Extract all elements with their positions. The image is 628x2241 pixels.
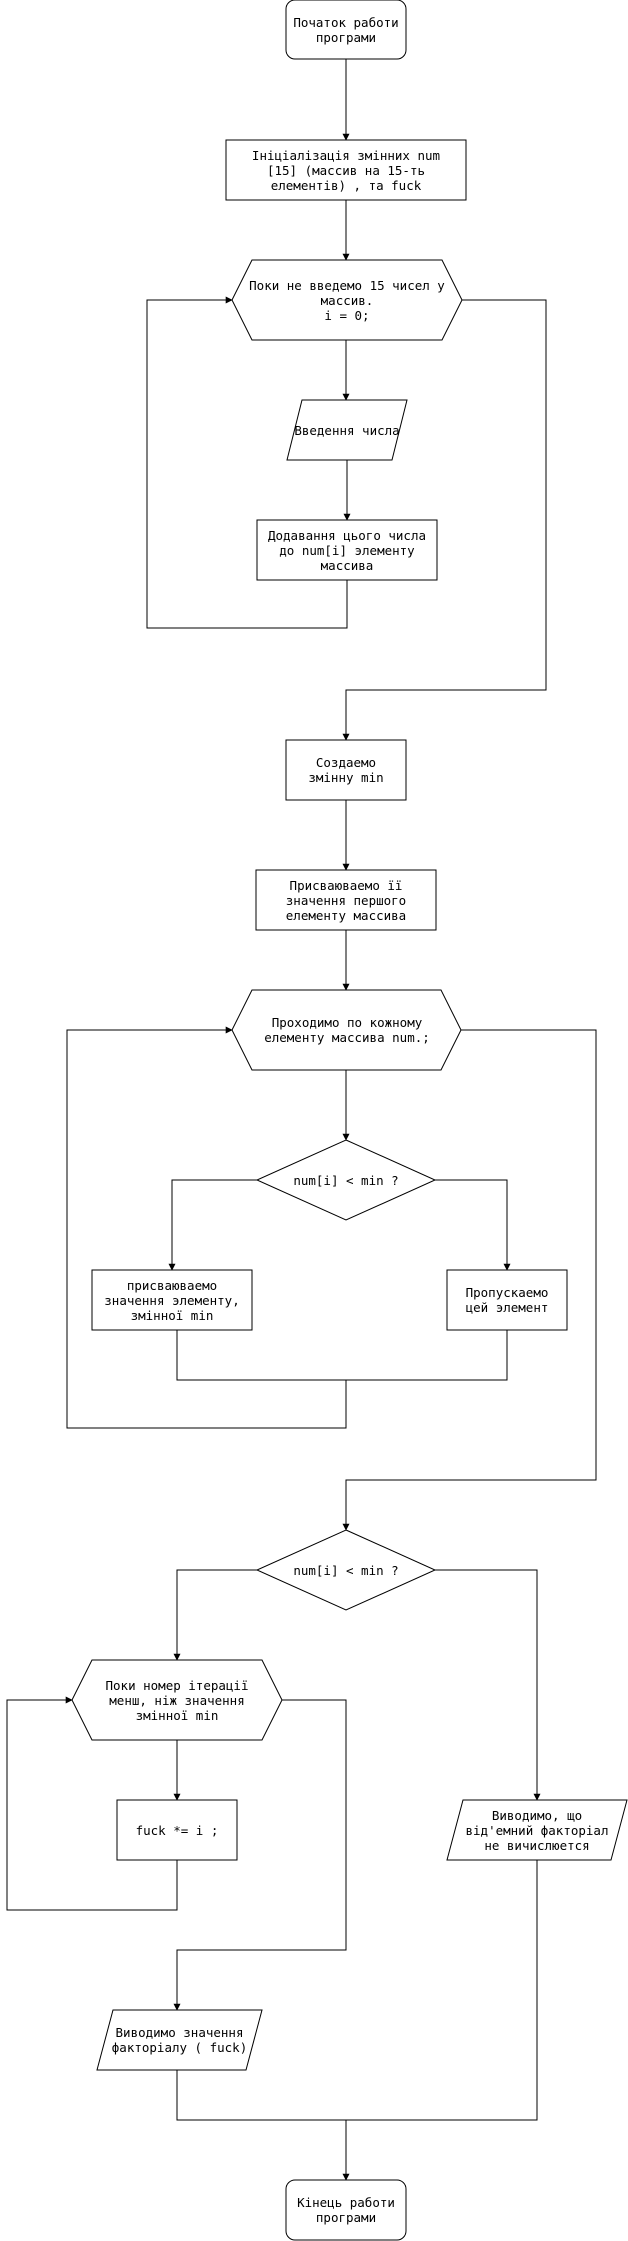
edge-loop3-exit — [173, 1699, 347, 2011]
loop1-label: Поки не введемо 15 чисел у массив. i = 0… — [249, 277, 445, 323]
output-label: Виводимо значення факторіалу ( fuck) — [111, 2025, 248, 2055]
edge-merge-branches — [176, 1330, 508, 1381]
edge-loop2-exit — [342, 1029, 597, 1531]
edge-mul-loop3 — [6, 1696, 178, 1911]
input-label: Введення числа — [294, 422, 400, 438]
loop1-hexagon-shape — [231, 259, 463, 341]
connectors — [6, 59, 597, 2181]
assign-elem-process-shape — [91, 1269, 253, 1331]
start-label: Початок работи програми — [293, 14, 399, 45]
cond2-label: num[i] < min ? — [293, 1562, 399, 1578]
input-parallelogram-shape — [286, 399, 408, 461]
cond2-diamond-shape — [255, 1529, 437, 1611]
loop2-hexagon-shape — [231, 989, 462, 1071]
edge-merge-end — [176, 1860, 538, 2121]
init-process-shape — [225, 139, 467, 201]
start-terminal-shape — [285, 0, 407, 60]
edge-loop1-exit — [342, 299, 547, 741]
add-process-shape — [256, 519, 438, 581]
create-min-process-shape — [285, 739, 407, 801]
cond1-diamond-shape — [255, 1139, 437, 1221]
edge-merge-loop2 — [66, 1026, 347, 1429]
init-label: Ініціалізація змінних num [15] (массив н… — [251, 147, 441, 193]
create-min-label: Создаемо змінну min — [308, 755, 384, 785]
fuck-mul-process-shape — [116, 1799, 238, 1861]
edge-cond1-no — [435, 1179, 511, 1271]
assign-elem-label: присваюваемо значення элементу, змінної … — [104, 1277, 240, 1323]
edge-add-loop1 — [146, 296, 348, 629]
skip-process-shape — [446, 1269, 568, 1331]
output-parallelogram-shape — [96, 2009, 263, 2071]
assign-min-process-shape — [255, 869, 437, 931]
loop3-label: Поки номер ітерації менш, ніж значення з… — [105, 1677, 249, 1723]
end-terminal-shape — [285, 2179, 407, 2241]
loop3-hexagon-shape — [71, 1659, 283, 1741]
skip-label: Пропускаемо цей элемент — [465, 1285, 549, 1315]
neg-msg-label: Виводимо, що від'емний факторіал не вичи… — [465, 1807, 609, 1853]
assign-min-label: Присваюваемо її значення першого елемент… — [285, 877, 407, 923]
end-label: Кінець работи програми — [297, 2195, 395, 2225]
edge-cond2-yes — [173, 1569, 257, 1661]
neg-msg-parallelogram-shape — [446, 1799, 628, 1861]
cond1-label: num[i] < min ? — [293, 1172, 399, 1188]
edge-cond1-yes — [168, 1179, 257, 1271]
edge-cond2-no — [435, 1569, 541, 1801]
add-label: Додавання цього числа до num[i] элементу… — [267, 527, 427, 573]
fuck-mul-label: fuck *= i ; — [135, 1822, 219, 1838]
loop2-label: Проходимо по кожному елементу массива nu… — [264, 1015, 430, 1045]
